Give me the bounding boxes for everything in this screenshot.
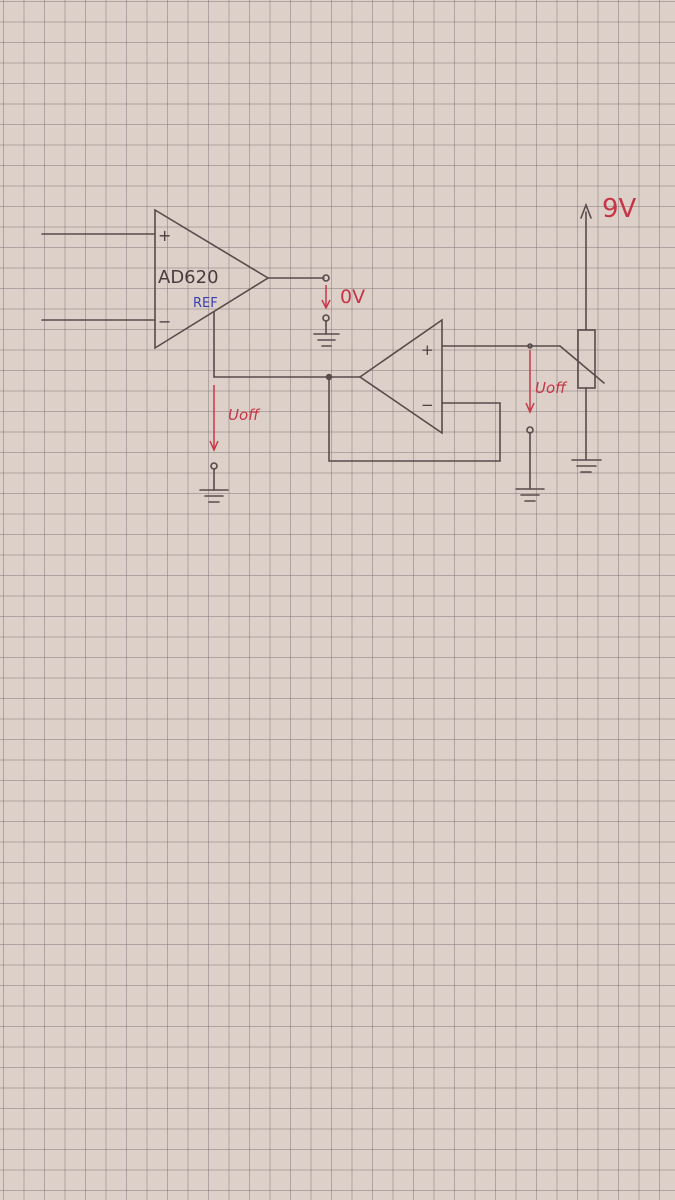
uoff-right-label: Uoff <box>535 379 568 397</box>
output-ground-terminal <box>322 314 330 322</box>
uoff-left-label: Uoff <box>228 406 261 424</box>
uoff-left-terminal <box>210 462 218 470</box>
resistor-body <box>577 329 596 389</box>
feedback-loop-wire <box>328 376 501 462</box>
ref-network: Uoff <box>199 311 361 503</box>
uoff-right-measurement: Uoff <box>515 350 568 502</box>
ground-icon <box>313 333 340 347</box>
ad620-triangle <box>154 208 270 350</box>
ad620-label: AD620 <box>158 267 219 288</box>
uoff-right-terminal <box>526 426 534 434</box>
wiper-node-terminal <box>527 343 533 349</box>
ad620-minus-sign: − <box>158 312 171 331</box>
buffer-triangle <box>358 318 443 435</box>
out-voltage-arrowhead <box>321 299 331 310</box>
potentiometer: 9V <box>559 194 637 473</box>
buffer-minus-sign: − <box>421 396 434 414</box>
ground-icon <box>571 459 602 473</box>
ground-icon <box>199 489 229 503</box>
buffer-opamp: + − <box>328 318 561 462</box>
output-terminal <box>322 274 330 282</box>
supply-arrow-icon <box>580 202 592 219</box>
ad620-amplifier: + − AD620 REF 0V <box>41 208 365 350</box>
supply-label: 9V <box>602 194 637 224</box>
ground-icon <box>515 488 545 502</box>
wiper-arrow <box>559 345 605 384</box>
uoff-right-arrowhead <box>525 402 535 414</box>
out-voltage-label: 0V <box>340 286 365 308</box>
uoff-left-arrowhead <box>209 440 219 452</box>
ad620-plus-sign: + <box>158 226 171 245</box>
ref-label: REF <box>193 296 218 311</box>
buffer-plus-sign: + <box>421 341 434 359</box>
